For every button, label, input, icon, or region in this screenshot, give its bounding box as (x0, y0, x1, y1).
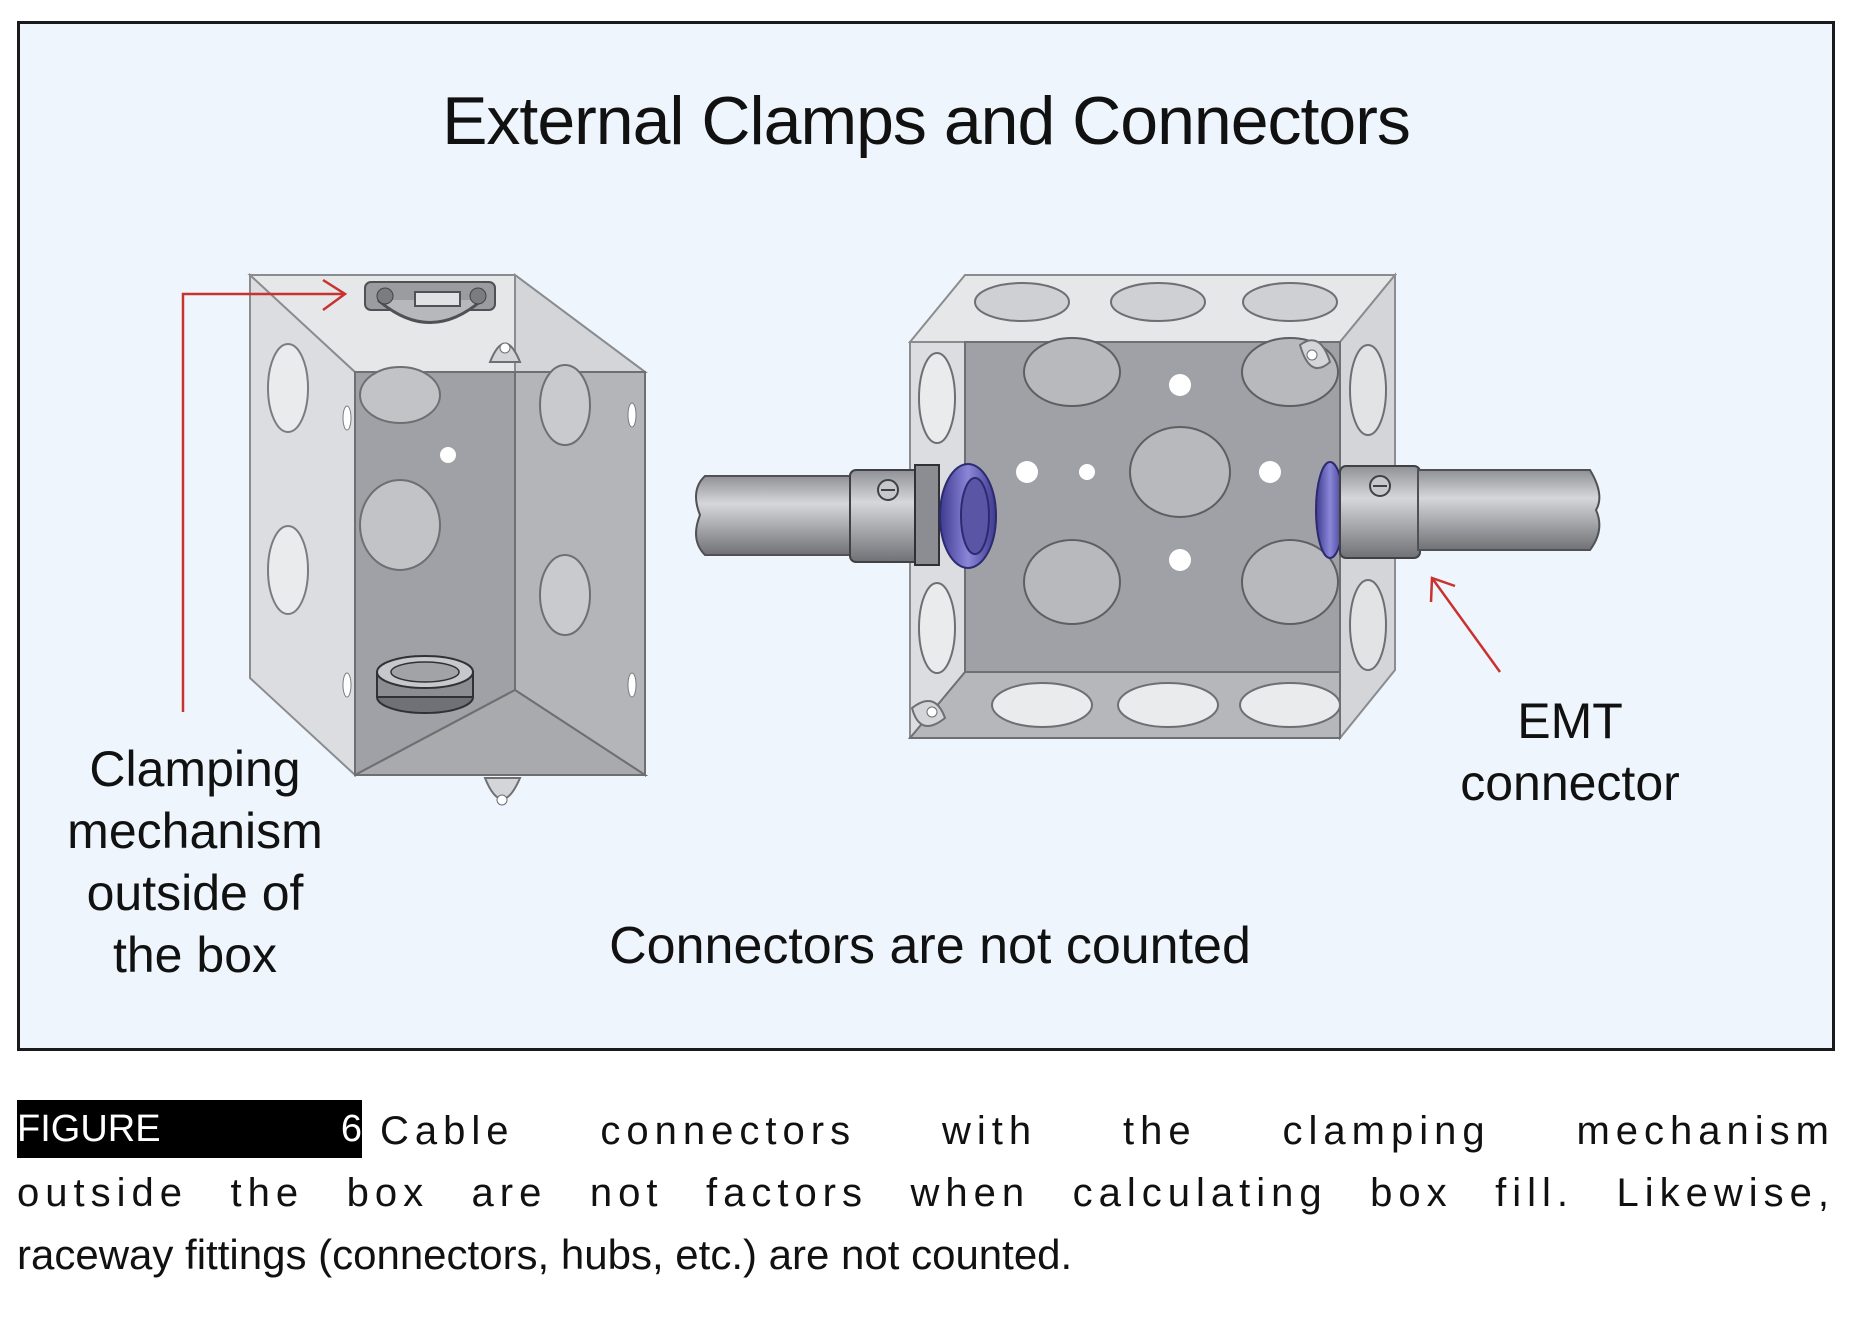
figure-tag: FIGURE 6 (17, 1100, 362, 1158)
label-line: Clamping (89, 741, 301, 797)
knockout (1242, 282, 1338, 322)
label-line: connector (1460, 755, 1680, 811)
clamp-pointer-arrow (181, 278, 348, 712)
external-clamp-icon (364, 281, 496, 324)
emt-pointer-arrow (1429, 576, 1502, 673)
right-emt-connector (1315, 461, 1601, 559)
knockout (918, 352, 956, 444)
knockout (918, 582, 956, 674)
label-line: outside of (86, 865, 304, 921)
caption-line-1: FIGURE 6 Cable connectors with the clampi… (17, 1100, 1835, 1162)
caption-line-3: raceway fittings (connectors, hubs, etc.… (17, 1231, 1073, 1278)
caption-text: Cable connectors with the clamping mecha… (380, 1109, 1835, 1153)
knockout (991, 682, 1093, 728)
left-box-inner-floor (354, 688, 649, 776)
label-line: the box (112, 927, 277, 983)
knockout (267, 343, 309, 433)
knockout (539, 364, 591, 446)
not-counted-label: Connectors are not counted (609, 917, 1251, 975)
locknut-icon (376, 655, 474, 714)
knockout (1239, 682, 1341, 728)
diagram-title: External Clamps and Connectors (442, 83, 1411, 159)
knockout (1023, 337, 1121, 407)
clamping-mechanism-label: Clamping mechanism outside of the box (30, 738, 360, 986)
knockout (359, 366, 441, 424)
knockout (1023, 539, 1121, 625)
label-line: EMT (1517, 693, 1623, 749)
knockout (1349, 344, 1387, 436)
knockout (1349, 579, 1387, 671)
knockout (539, 554, 591, 636)
knockout (359, 479, 441, 571)
figure-caption: FIGURE 6 Cable connectors with the clampi… (17, 1100, 1835, 1286)
emt-connector-label: EMT connector (1430, 690, 1710, 814)
knockout (267, 525, 309, 615)
left-box (247, 272, 649, 806)
knockout (1129, 426, 1231, 518)
knockout (1117, 682, 1219, 728)
knockout (1110, 282, 1206, 322)
left-emt-connector (695, 463, 997, 569)
label-line: mechanism (67, 803, 323, 859)
knockout (974, 282, 1070, 322)
right-box (907, 272, 1398, 741)
knockout (1241, 539, 1339, 625)
caption-line-2: outside the box are not factors when cal… (17, 1171, 1835, 1215)
